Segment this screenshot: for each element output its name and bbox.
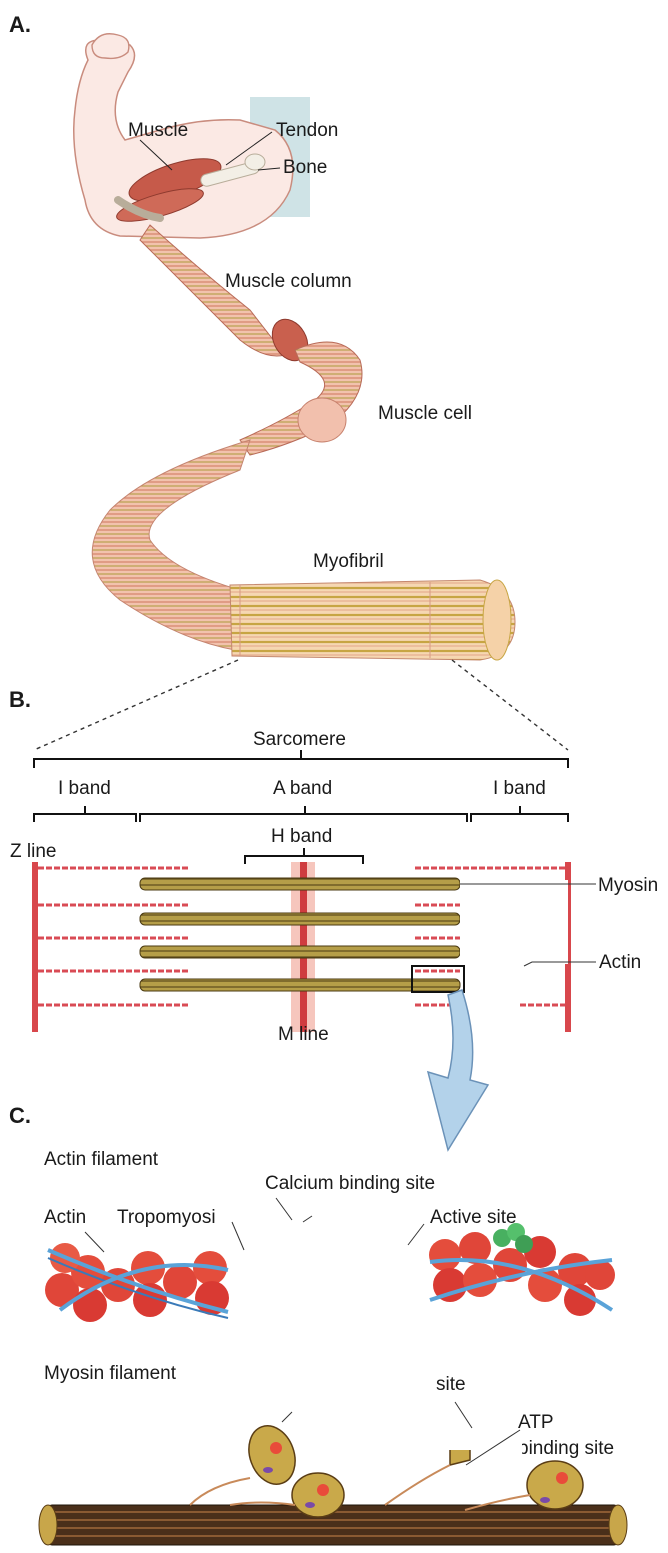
- atp-label: ATP: [518, 1413, 554, 1432]
- cover-panel-c: [410, 1395, 490, 1450]
- site-label: site: [436, 1375, 466, 1394]
- cover-panel: [460, 880, 568, 964]
- active-site-leader: [408, 1224, 424, 1245]
- myosin-necks: [190, 1465, 530, 1510]
- zoom-line-left: [34, 660, 238, 750]
- flexed-arm-icon: [74, 34, 310, 238]
- myofibril-body: [230, 580, 515, 660]
- fist-shape: [92, 34, 129, 59]
- muscle-cell-cross-section: [298, 398, 346, 442]
- myofibril-cut-end: [483, 580, 511, 660]
- muscle-label: Muscle: [128, 121, 188, 140]
- active-site-label: Active site: [430, 1208, 517, 1227]
- calcium-leader-b: [303, 1216, 312, 1222]
- sarcomere-label: Sarcomere: [253, 730, 346, 749]
- bone-joint: [245, 154, 265, 170]
- binding-site-label: binding site: [518, 1439, 614, 1458]
- i-band-right-label: I band: [493, 779, 546, 798]
- i-band-right-bracket: [471, 814, 568, 822]
- down-arrow-icon: [428, 990, 488, 1150]
- rod-end-right: [609, 1505, 627, 1545]
- tendon-label: Tendon: [276, 121, 338, 140]
- section-c-label: C.: [9, 1105, 31, 1127]
- calcium-leader-a: [276, 1198, 292, 1220]
- a-band-bracket: [140, 814, 467, 822]
- section-a-label: A.: [9, 14, 31, 36]
- m-line-label: M line: [278, 1025, 329, 1044]
- muscle-cell-label: Muscle cell: [378, 404, 472, 423]
- actin-right-segment: [429, 1223, 615, 1316]
- actin-label: Actin: [599, 953, 641, 972]
- actin-filament-label: Actin filament: [44, 1150, 158, 1169]
- bone-label: Bone: [283, 158, 327, 177]
- h-band-label: H band: [271, 827, 332, 846]
- i-band-left-label: I band: [58, 779, 111, 798]
- sarcomere-bracket: [34, 759, 568, 768]
- tropomyosin-label: Tropomyosi: [117, 1208, 216, 1227]
- a-band-label: A band: [273, 779, 332, 798]
- muscle-column-label: Muscle column: [225, 272, 352, 291]
- actin-left-segment: [45, 1243, 229, 1322]
- calcium-binding-site-label: Calcium binding site: [265, 1174, 435, 1193]
- actin-filament-icon: [45, 1223, 615, 1322]
- i-band-left-bracket: [34, 814, 136, 822]
- tropomyosin-leader: [232, 1222, 244, 1250]
- section-b-label: B.: [9, 689, 31, 711]
- myofibril-curve: [92, 440, 250, 650]
- z-line-left: [32, 862, 38, 1032]
- myosin-filament-label: Myosin filament: [44, 1364, 176, 1383]
- myosin-label: Myosin: [598, 876, 658, 895]
- myosin-head-leader: [282, 1412, 292, 1422]
- rod-end-left: [39, 1505, 57, 1545]
- zoom-line-right: [452, 660, 568, 750]
- sarcomere-diagram-icon: [32, 862, 571, 1032]
- actin-leader-c: [85, 1232, 104, 1252]
- myofibril-label: Myofibril: [313, 552, 384, 571]
- actin-c-label: Actin: [44, 1208, 86, 1227]
- z-line-label: Z line: [10, 842, 56, 861]
- muscle-cell-shape: [240, 342, 362, 455]
